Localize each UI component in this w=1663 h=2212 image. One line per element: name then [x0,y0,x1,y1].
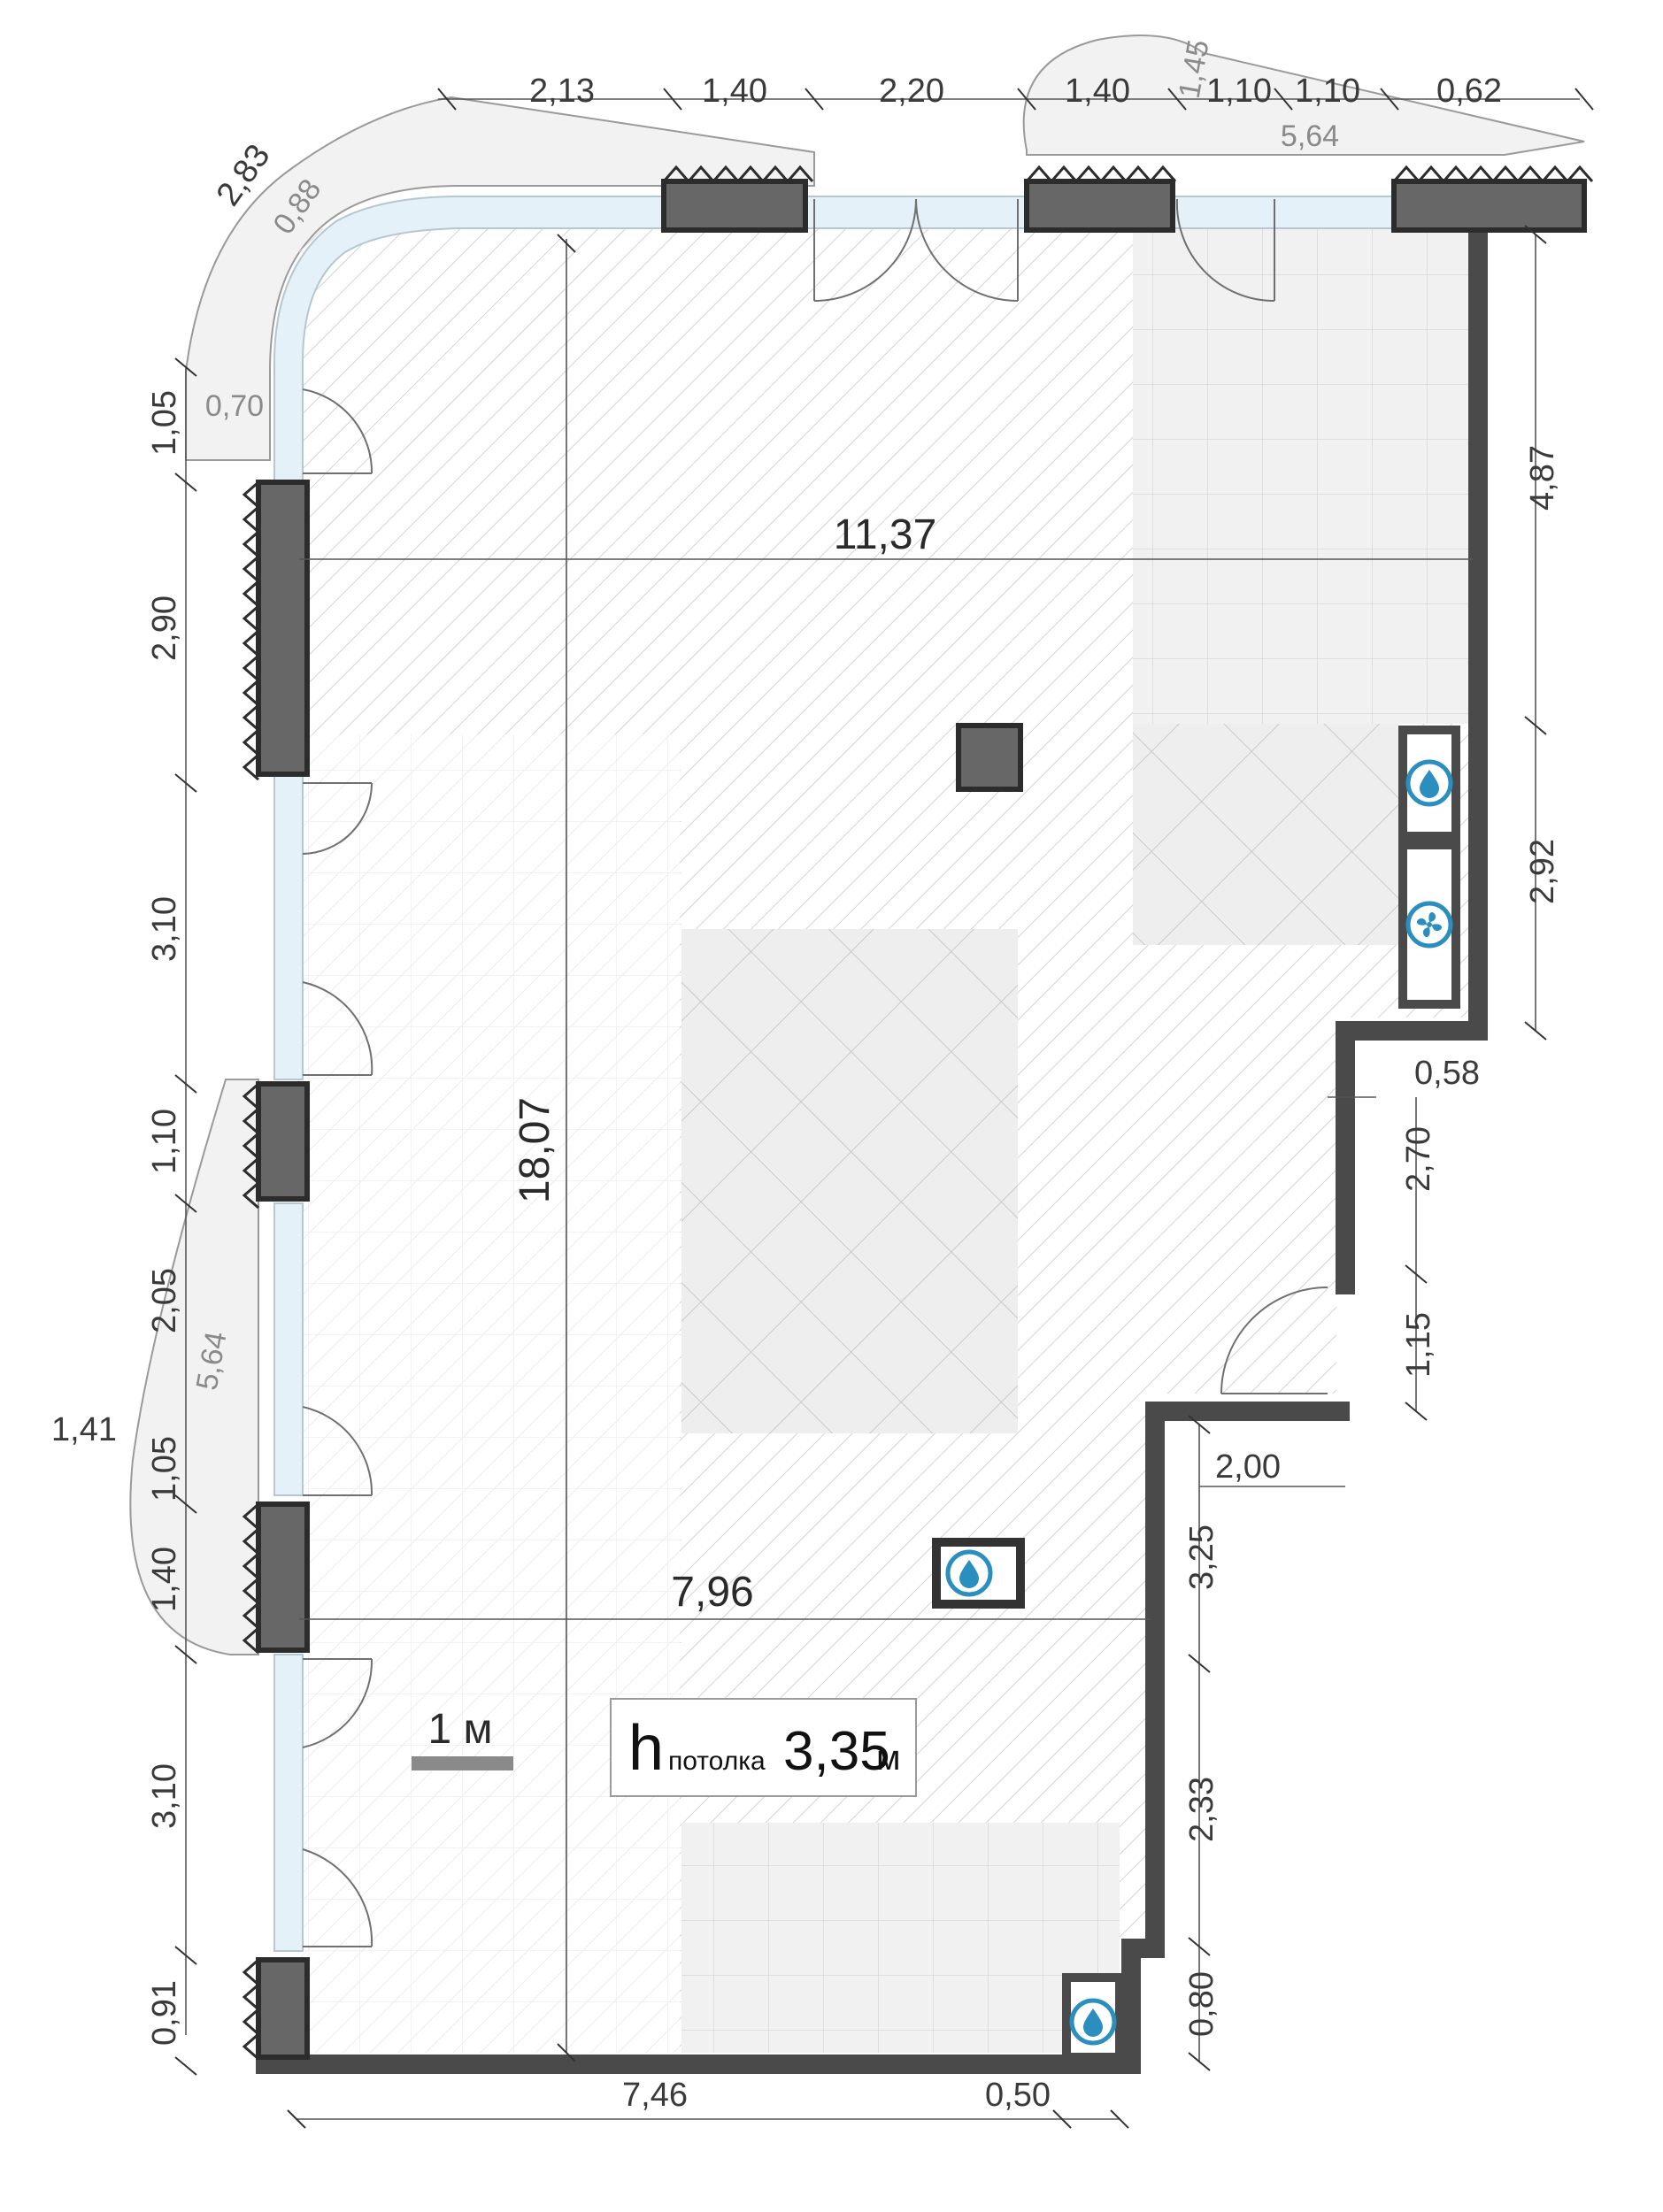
pier-zigzag-left-4 [242,1958,261,2061]
floor-right-grid [1133,228,1469,724]
dim-top-6: 1,10 [1295,73,1360,110]
dim-top-4: 1,40 [1065,73,1130,110]
dim-right-step: 0,58 [1414,1055,1480,1092]
dim-top-7: 0,62 [1436,73,1502,110]
column [956,723,1023,792]
dim-left-4: 1,10 [146,1109,183,1174]
dim-top-1: 2,13 [529,73,595,110]
dim-top-5: 1,10 [1206,73,1272,110]
glazing-left-3 [273,1654,304,1952]
ceiling-unit: м [876,1739,901,1778]
door-top-2 [1175,198,1275,303]
dim-left-6: 1,05 [146,1436,183,1502]
glazing-left-2 [273,1202,304,1496]
dim-left-inner-small: 0,70 [205,389,264,423]
wall-left-pier-2 [256,1081,310,1202]
door-right [1220,1286,1328,1394]
dim-bottom-1: 7,46 [622,2077,688,2114]
wall-left-pier-1 [256,480,310,777]
door-left-1 [302,388,373,474]
scale-bar-label: 1 м [427,1706,492,1753]
dim-left-5: 2,05 [146,1268,183,1333]
wall-left-pier-4 [256,1957,310,2060]
wall-top-pier-2 [1024,179,1175,233]
dim-left-2: 2,90 [146,595,183,661]
dim-top-2: 1,40 [702,73,767,110]
floor-lobby-white [299,734,680,2053]
water-drop-icon [945,1549,993,1597]
dim-right-4: 1,15 [1400,1312,1437,1378]
dim-right-7: 0,80 [1183,1971,1220,2037]
water-drop-icon [1069,1998,1117,2046]
door-left-3 [302,1406,373,1947]
pier-zigzag-left-3 [242,1502,261,1655]
dim-bottom-2: 0,50 [985,2077,1051,2114]
floor-right-diamond [1133,724,1398,945]
dim-top-balcony-total: 5,64 [1281,119,1339,153]
dim-left-3: 3,10 [146,896,183,962]
pier-zigzag-top-3 [1392,165,1594,184]
door-top-1 [813,198,1019,302]
dimension-lines [174,88,1594,2129]
dim-right-1: 4,87 [1524,445,1561,511]
ceiling-label: потолка [668,1747,766,1776]
dim-left-balcony-depth: 1,41 [51,1411,117,1448]
wall-top-pier-3 [1391,179,1587,233]
dim-interior-length: 18,07 [512,1097,558,1203]
fan-icon [1405,901,1453,949]
wall-exterior-lower [256,1402,1350,2074]
pier-zigzag-top-2 [1025,165,1177,184]
dim-left-7: 1,40 [146,1547,183,1612]
dim-right-6: 2,33 [1183,1777,1220,1842]
dim-right-2: 2,92 [1524,839,1561,904]
wall-exterior [1336,186,1488,1294]
floor-bottom-grid [681,1823,1120,2053]
dim-top-3: 2,20 [879,73,944,110]
pier-zigzag-left-2 [242,1082,261,1210]
ceiling-symbol: h [628,1713,664,1784]
dim-interior-width: 11,37 [834,511,937,558]
dim-left-8: 3,10 [146,1763,183,1829]
pier-zigzag-left-1 [242,480,261,781]
door-left-2 [302,782,373,1076]
scale-bar: 1 м [412,1706,513,1770]
dim-right-3: 2,70 [1400,1126,1437,1192]
dim-left-9: 0,91 [146,1980,183,2046]
wall-top-pier-1 [661,179,808,233]
dim-right-step-lower: 2,00 [1215,1448,1281,1486]
balcony-left [129,1079,259,1655]
dim-left-1: 1,05 [146,390,183,456]
wall-left-pier-3 [256,1502,310,1653]
water-drop-icon [1405,759,1453,807]
glazing-left-1 [273,769,304,1080]
pier-zigzag-top-1 [662,165,814,184]
floor-center-diamond [681,929,1018,1433]
ceiling-value: 3,35 [783,1721,890,1782]
ceiling-height-label: h потолка 3,35 м [610,1698,917,1797]
dim-right-5: 3,25 [1183,1525,1220,1590]
dim-interior-width-lower: 7,96 [671,1569,753,1616]
